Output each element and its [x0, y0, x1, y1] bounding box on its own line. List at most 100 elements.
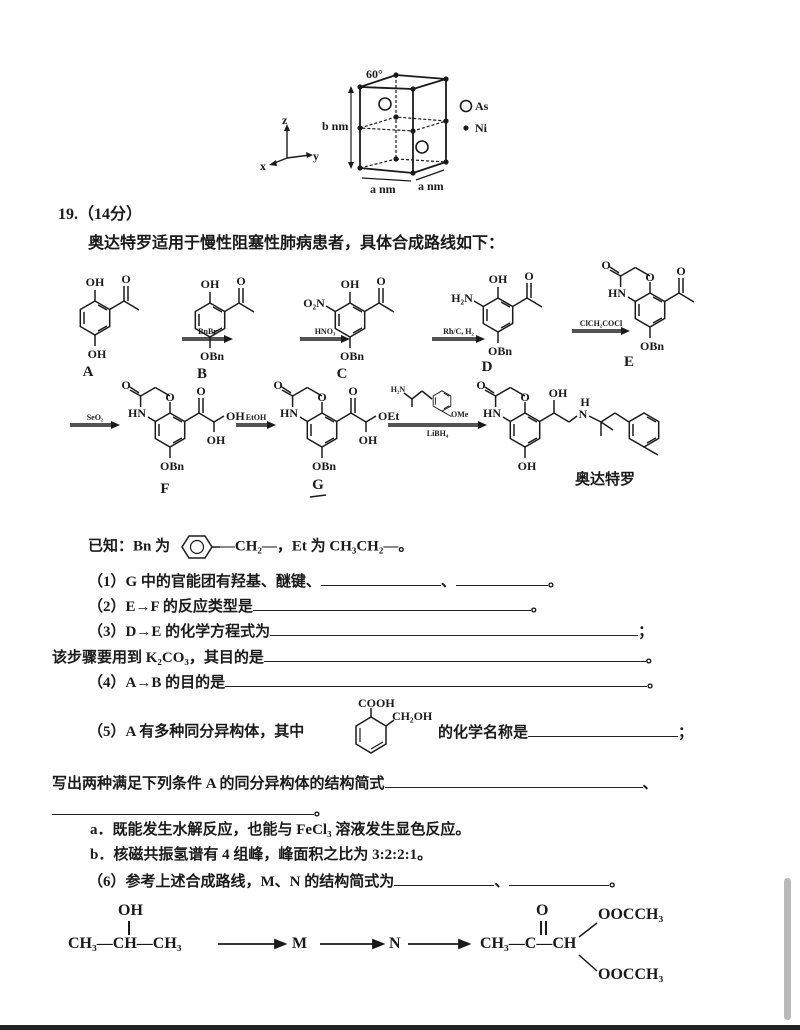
methoxyphenyl-ring [628, 412, 660, 456]
compound-label-e: E [624, 354, 634, 370]
nh-label: HN [483, 406, 501, 420]
route6-ester-bottom: OOCCH₃ [598, 966, 664, 983]
q1-answer-blank-1[interactable] [320, 571, 441, 586]
route6-oh: OH [118, 902, 143, 919]
q5-text: （5）A 有多种同分异构体，其中 [88, 724, 305, 740]
q5-mid: 的化学名称是 [438, 725, 529, 741]
q3-end: ； [638, 624, 654, 640]
route6-ester-top: OOCCH₃ [598, 906, 664, 923]
question-3: （3）D→E 的化学方程式为； [88, 621, 653, 642]
bottom-substituent-label: OBn [200, 349, 224, 363]
compound-label-g: G [312, 477, 324, 493]
compound-label-b: B [197, 366, 207, 382]
hydroxymethyl-benzoic-acid-structure: COOH CH₂OH [355, 698, 433, 754]
reagent-amine-label: H₂N [391, 385, 406, 394]
q3-answer-blank[interactable] [270, 621, 639, 636]
a-length-label: a nm [370, 182, 396, 196]
compound-label-a: A [83, 364, 94, 380]
nh-label: HN [608, 286, 626, 300]
a-length-label: a nm [418, 179, 444, 193]
carbonyl-oxygen-label: O [273, 378, 282, 392]
reaction-arrow: SeO₂ [70, 413, 120, 429]
amine-n-label: N [579, 407, 588, 421]
vertical-scrollbar[interactable] [784, 878, 791, 1020]
ring-oxygen-label: O [165, 390, 174, 404]
q4-text: （4）A→B 的目的是 [88, 675, 226, 691]
reaction-arrow: LiBH₄ [388, 421, 487, 438]
compound-label-product: 奥达特罗 [575, 470, 635, 488]
legend-ni-label: Ni [475, 121, 488, 135]
nitro-label: O₂N [303, 296, 325, 310]
route6-m: M [292, 935, 308, 952]
reaction-arrow: Rh/C, H₂ [432, 327, 485, 343]
q3b-answer-blank[interactable] [263, 647, 646, 662]
question-6: （6）参考上述合成路线，M、N 的结构简式为、。 [88, 871, 624, 892]
hydroxyl-label: OH [359, 433, 378, 447]
condition-a: a．既能发生水解反应，也能与 FeCl₃ 溶液发生显色反应。 [90, 822, 471, 838]
oxygen-label: O [376, 274, 385, 288]
route6-n: N [389, 935, 401, 952]
bottom-substituent-label: OBn [312, 459, 336, 473]
hydroxyl-label: OH [86, 275, 105, 289]
reagent-label: Rh/C, H₂ [443, 327, 474, 336]
as-atom [378, 97, 392, 111]
route6-arrows [218, 938, 472, 950]
carbonyl-oxygen-label: O [476, 378, 485, 392]
z-axis-label: z [282, 113, 288, 127]
compound-label-f: F [160, 481, 169, 497]
hydroxyl-label: OH [226, 409, 245, 423]
route6-ester-bonds [578, 922, 598, 972]
bottom-substituent-label: OBn [640, 339, 664, 353]
legend-as-symbol [459, 99, 473, 113]
q1-end: 。 [547, 574, 563, 590]
question-2: （2）E→F 的反应类型是 。 [88, 596, 546, 617]
ethoxy-label: OEt [378, 409, 399, 423]
ring-oxygen-label: O [645, 270, 654, 284]
q2-answer-blank[interactable] [252, 596, 531, 611]
synthesis-route-scheme: OOHOHOOHOBnOOHOBnO₂NOOHOBnH₂NOOHNOOBnOHN… [70, 258, 695, 498]
reaction-arrow: HNO₃ [300, 327, 350, 343]
known-prefix: 已知：Bn 为 [88, 538, 171, 555]
q6-answer-blank-n[interactable] [509, 871, 610, 886]
reagent-label: BnBr [198, 327, 217, 336]
carbonyl-oxygen-label: O [601, 258, 610, 272]
q6-end: 。 [609, 874, 625, 890]
q5b-answer-blank-2[interactable] [52, 800, 314, 815]
route6-double-bond [545, 921, 547, 935]
legend-ni-symbol [463, 125, 469, 131]
q6-answer-blank-m[interactable] [394, 871, 495, 886]
q2-text: （2）E→F 的反应类型是 [88, 599, 253, 615]
bottom-substituent-label: OH [518, 459, 537, 473]
nh-label: HN [128, 406, 146, 420]
known-suffix: —CH₂—，Et 为 CH₃CH₂—。 [219, 538, 414, 555]
q5-end: ； [678, 725, 694, 741]
carbonyl-oxygen-label: O [121, 378, 130, 392]
route6-carbonyl-o: O [536, 902, 549, 919]
q6-sep: 、 [494, 874, 510, 890]
question-intro: 奥达特罗适用于慢性阻塞性肺病患者，具体合成路线如下： [88, 235, 505, 252]
question-3b: 该步骤要用到 K₂CO₃，其目的是。 [52, 647, 661, 668]
x-axis-label: x [260, 159, 266, 173]
q2-end: 。 [530, 599, 546, 615]
route6-product-chain: CH₃—C—CH [480, 935, 577, 952]
benzene-ring-icon [180, 535, 220, 559]
handwritten-underline [309, 494, 327, 498]
question-1: （1）G 中的官能团有羟基、醚键、、。 [88, 571, 563, 592]
q4-answer-blank[interactable] [225, 672, 648, 687]
q5-answer-blank[interactable] [528, 722, 679, 737]
q1-answer-blank-2[interactable] [455, 571, 548, 586]
q5b-text: 写出两种满足下列条件 A 的同分异构体的结构简式 [52, 776, 385, 792]
reaction-arrow: BnBr [182, 327, 233, 343]
question-5b: 写出两种满足下列条件 A 的同分异构体的结构简式、 [52, 773, 658, 794]
bottom-edge-bar [0, 1025, 800, 1030]
q5b-answer-blank-1[interactable] [384, 773, 643, 788]
question-number: 19.（14分） [58, 206, 143, 223]
oxygen-label: O [236, 274, 245, 288]
